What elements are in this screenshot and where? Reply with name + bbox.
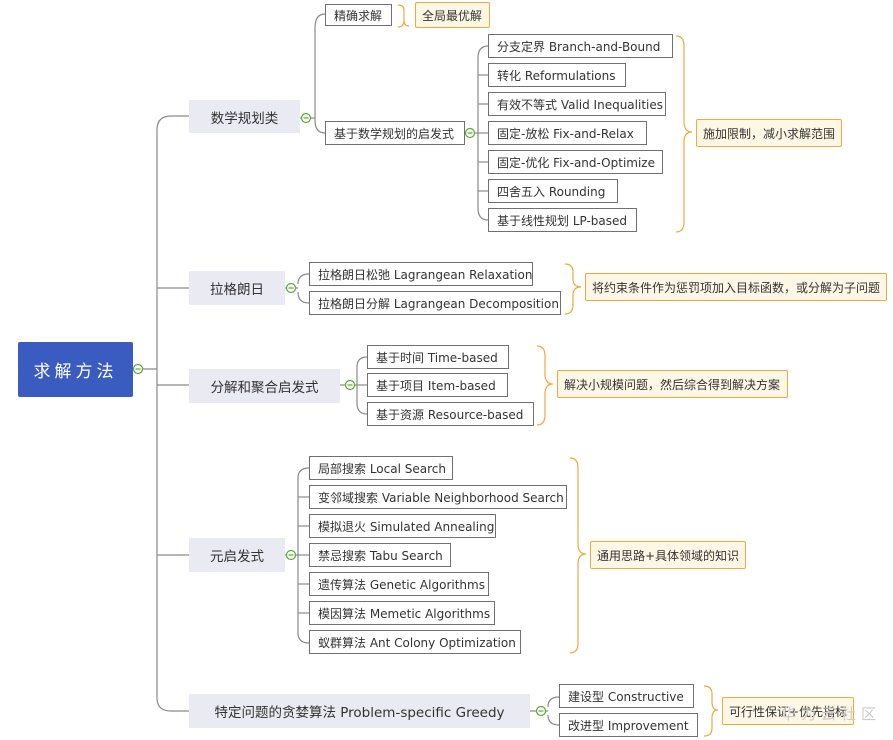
leaf-item[interactable]: 改进型 Improvement (559, 713, 698, 737)
branch-metaheuristic[interactable]: 元启发式 (189, 538, 285, 572)
note-decomposition[interactable]: 解决小规模问题，然后综合得到解决方案 (557, 370, 788, 398)
branch-label: 元启发式 (210, 549, 264, 565)
leaf-item[interactable]: 建设型 Constructive (559, 684, 694, 708)
branch-label: 拉格朗日 (210, 282, 264, 298)
leaf-item[interactable]: 变邻域搜索 Variable Neighborhood Search (309, 485, 567, 509)
note-restriction[interactable]: 施加限制，减小求解范围 (696, 119, 842, 147)
leaf-item[interactable]: 四舍五入 Rounding (488, 179, 618, 203)
leaf-item[interactable]: 禁忌搜索 Tabu Search (309, 543, 451, 567)
note-global-optimum[interactable]: 全局最优解 (415, 2, 490, 28)
watermark: 华为云社区 (780, 705, 881, 723)
note-greedy[interactable]: 可行性保证+优先指标 (722, 697, 854, 725)
leaf-item[interactable]: 基于项目 Item-based (367, 373, 508, 397)
root-label: 求解方法 (33, 362, 118, 382)
branch-label: 分解和聚合启发式 (210, 380, 319, 396)
leaf-item[interactable]: 固定-优化 Fix-and-Optimize (488, 150, 663, 174)
branch-decomposition[interactable]: 分解和聚合启发式 (189, 369, 340, 403)
leaf-item[interactable]: 模拟退火 Simulated Annealing (309, 514, 496, 538)
leaf-item[interactable]: 固定-放松 Fix-and-Relax (488, 121, 647, 145)
branch-lagrange[interactable]: 拉格朗日 (189, 271, 285, 305)
leaf-item[interactable]: 拉格朗日松弛 Lagrangean Relaxation (309, 262, 533, 286)
subtopic-exact[interactable]: 精确求解 (325, 4, 392, 26)
leaf-item[interactable]: 有效不等式 Valid Inequalities (488, 92, 666, 116)
branch-greedy[interactable]: 特定问题的贪婪算法 Problem-specific Greedy (189, 694, 530, 728)
branch-label: 特定问题的贪婪算法 Problem-specific Greedy (214, 705, 505, 721)
note-metaheuristic[interactable]: 通用思路+具体领域的知识 (590, 541, 746, 569)
leaf-item[interactable]: 基于线性规划 LP-based (488, 208, 637, 232)
leaf-item[interactable]: 蚁群算法 Ant Colony Optimization (309, 630, 521, 654)
leaf-item[interactable]: 模因算法 Memetic Algorithms (309, 601, 495, 625)
leaf-item[interactable]: 转化 Reformulations (488, 63, 626, 87)
branch-math-programming[interactable]: 数学规划类 (189, 100, 300, 133)
leaf-item[interactable]: 局部搜索 Local Search (309, 456, 453, 480)
leaf-item[interactable]: 基于时间 Time-based (367, 345, 509, 369)
branch-label: 数学规划类 (210, 110, 279, 127)
subtopic-math-heuristic[interactable]: 基于数学规划的启发式 (325, 121, 465, 145)
leaf-item[interactable]: 基于资源 Resource-based (367, 402, 534, 426)
leaf-item[interactable]: 拉格朗日分解 Lagrangean Decomposition (309, 291, 561, 315)
leaf-item[interactable]: 分支定界 Branch-and-Bound (488, 34, 673, 58)
note-lagrange[interactable]: 将约束条件作为惩罚项加入目标函数，或分解为子问题 (585, 273, 887, 301)
root-node[interactable]: 求解方法 (18, 342, 133, 397)
leaf-item[interactable]: 遗传算法 Genetic Algorithms (309, 572, 489, 596)
